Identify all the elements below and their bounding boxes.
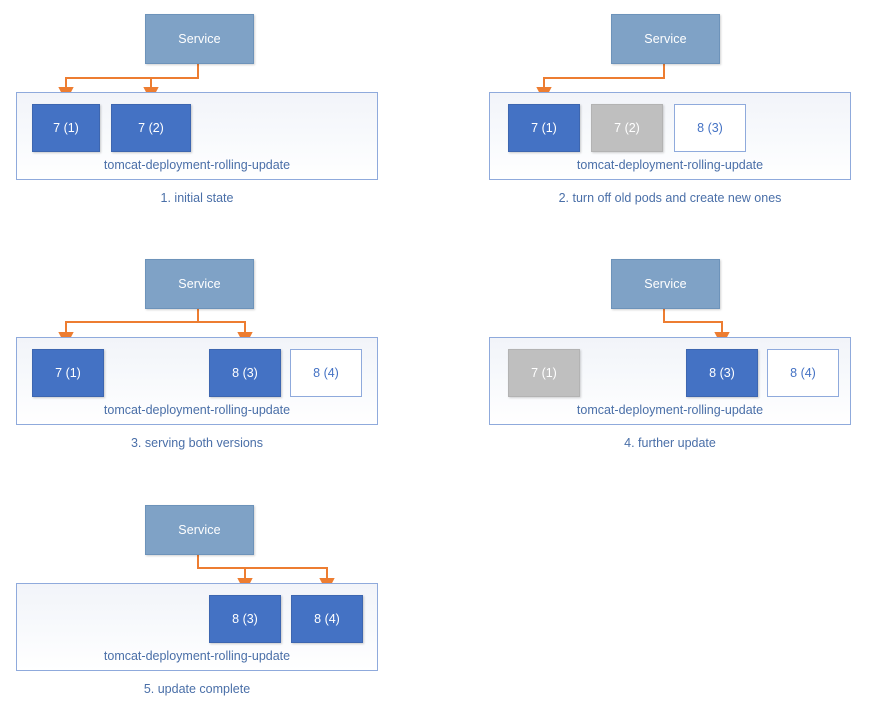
service-label: Service <box>178 277 221 291</box>
panel-caption: 3. serving both versions <box>130 436 263 450</box>
panel-caption: 4. further update <box>624 436 716 450</box>
deployment-name-label: tomcat-deployment-rolling-update <box>103 158 291 172</box>
pod-label: 8 (3) <box>697 121 723 135</box>
service-label: Service <box>644 277 687 291</box>
pod-8-3[interactable]: 8 (3) <box>674 104 746 152</box>
pod-7-2[interactable]: 7 (2) <box>111 104 191 152</box>
pod-label: 7 (1) <box>55 366 81 380</box>
pod-7-2[interactable]: 7 (2) <box>591 104 663 152</box>
pod-7-1[interactable]: 7 (1) <box>32 104 100 152</box>
service-box[interactable]: Service <box>145 14 254 64</box>
pod-label: 8 (3) <box>232 612 258 626</box>
pod-8-3[interactable]: 8 (3) <box>686 349 758 397</box>
panel-caption: 5. update complete <box>143 682 251 696</box>
panel-caption: 2. turn off old pods and create new ones <box>558 191 782 205</box>
service-box[interactable]: Service <box>145 259 254 309</box>
pod-label: 7 (1) <box>53 121 79 135</box>
service-box[interactable]: Service <box>611 14 720 64</box>
pod-label: 7 (2) <box>138 121 164 135</box>
pod-label: 8 (4) <box>790 366 816 380</box>
pod-7-1[interactable]: 7 (1) <box>508 349 580 397</box>
pod-label: 8 (3) <box>232 366 258 380</box>
pod-label: 7 (1) <box>531 366 557 380</box>
deployment-name-label: tomcat-deployment-rolling-update <box>103 649 291 663</box>
pod-7-1[interactable]: 7 (1) <box>32 349 104 397</box>
pod-8-3[interactable]: 8 (3) <box>209 595 281 643</box>
deployment-name-label: tomcat-deployment-rolling-update <box>576 158 764 172</box>
service-box[interactable]: Service <box>145 505 254 555</box>
pod-label: 7 (1) <box>531 121 557 135</box>
pod-label: 8 (3) <box>709 366 735 380</box>
deployment-name-label: tomcat-deployment-rolling-update <box>576 403 764 417</box>
pod-8-3[interactable]: 8 (3) <box>209 349 281 397</box>
service-label: Service <box>644 32 687 46</box>
pod-8-4[interactable]: 8 (4) <box>291 595 363 643</box>
service-label: Service <box>178 32 221 46</box>
pod-label: 8 (4) <box>314 612 340 626</box>
pod-label: 7 (2) <box>614 121 640 135</box>
pod-label: 8 (4) <box>313 366 339 380</box>
pod-7-1[interactable]: 7 (1) <box>508 104 580 152</box>
panel-caption: 1. initial state <box>160 191 234 205</box>
pod-8-4[interactable]: 8 (4) <box>290 349 362 397</box>
pod-8-4[interactable]: 8 (4) <box>767 349 839 397</box>
service-box[interactable]: Service <box>611 259 720 309</box>
deployment-name-label: tomcat-deployment-rolling-update <box>103 403 291 417</box>
service-label: Service <box>178 523 221 537</box>
